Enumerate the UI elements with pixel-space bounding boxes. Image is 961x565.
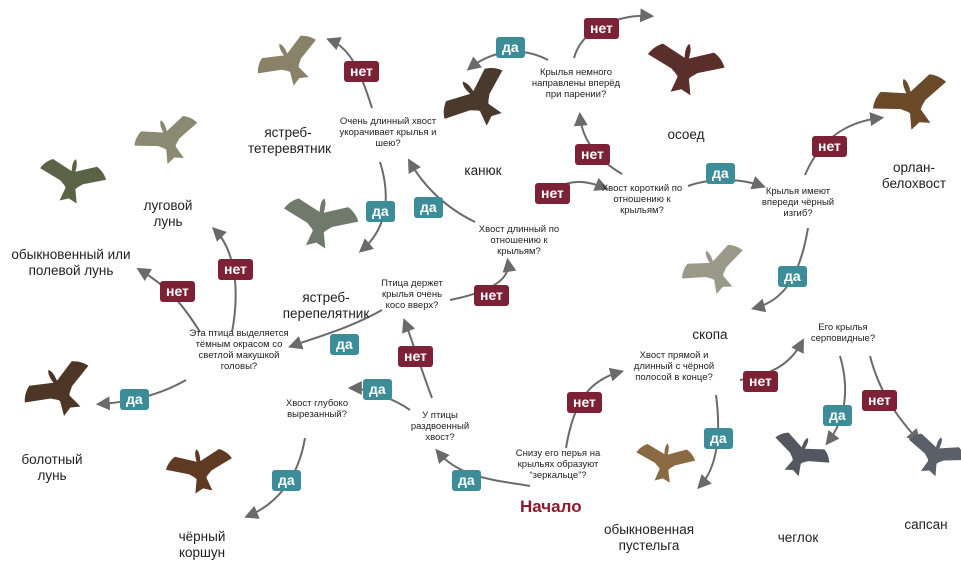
- badge-no-high-wings: нет: [398, 346, 433, 367]
- question-long-tail-wings: Хвост длинный по отношению к крыльям?: [476, 224, 562, 257]
- bird-name-honey-buzzard: осоед: [656, 127, 716, 143]
- question-fork-tail: У птицы раздвоенный хвост?: [404, 410, 476, 443]
- badge-no-short-tail: нет: [535, 183, 570, 204]
- bird-name-black-kite: чёрный коршун: [162, 529, 242, 561]
- badge-no-honey: нет: [584, 18, 619, 39]
- badge-no-sickle: нет: [743, 371, 778, 392]
- buzzard-illustration: [434, 57, 523, 143]
- goshawk-illustration: [250, 27, 330, 98]
- question-mirror: Снизу его перья на крыльях образуют “зер…: [512, 448, 604, 481]
- bird-name-osprey: скопа: [680, 327, 740, 343]
- bird-name-marsh-harrier: болотный лунь: [14, 452, 90, 484]
- bird-name-hobby: чеглок: [766, 530, 830, 546]
- bird-name-montagus-harrier: луговой лунь: [130, 198, 206, 230]
- question-short-tail: Хвост короткий по отношению к крыльям?: [596, 183, 688, 216]
- question-high-wings: Птица держет крылья очень косо вверх?: [372, 278, 452, 311]
- montagus-harrier-illustration: [129, 109, 207, 173]
- badge-yes-sparrowhawk: да: [366, 201, 395, 222]
- question-sickle-wings: Его крылья серповидные?: [800, 322, 886, 344]
- white-tailed-eagle-illustration: [867, 66, 957, 140]
- badge-no-montagus: нет: [218, 259, 253, 280]
- kestrel-illustration: [633, 439, 697, 485]
- honey-buzzard-illustration: [642, 37, 727, 100]
- badge-no-long-tail: нет: [474, 285, 509, 306]
- osprey-illustration: [676, 237, 755, 305]
- badge-yes-black-bend: да: [706, 163, 735, 184]
- peregrine-illustration: [900, 427, 961, 483]
- hobby-illustration: [765, 426, 835, 486]
- question-deep-fork: Хвост глубоко вырезанный?: [282, 398, 352, 420]
- question-very-long-tail: Очень длинный хвост укорачивает крылья и…: [338, 116, 438, 149]
- hen-harrier-illustration: [35, 153, 108, 207]
- badge-no-wings-forward: нет: [575, 144, 610, 165]
- badge-yes-fork-tail: да: [452, 470, 481, 491]
- bird-name-buzzard: канюк: [448, 163, 518, 179]
- bird-name-kestrel: обыкновенная пустельга: [596, 522, 702, 554]
- badge-no-straight-tail: нет: [567, 392, 602, 413]
- badge-yes-buzzard: да: [496, 37, 525, 58]
- arrow-dark-head-to-montagus: [215, 230, 236, 332]
- badge-yes-hobby: да: [823, 405, 852, 426]
- badge-yes-very-long: да: [414, 197, 443, 218]
- badge-yes-osprey: да: [778, 266, 807, 287]
- sparrowhawk-illustration: [278, 192, 361, 253]
- marsh-harrier-illustration: [17, 352, 104, 430]
- question-dark-head: Эта птица выделяется тёмным окрасом со с…: [185, 328, 293, 372]
- question-wings-forward: Крылья немного направлены вперёд при пар…: [528, 67, 624, 100]
- badge-no-goshawk: нет: [344, 61, 379, 82]
- badge-yes-deep-fork: да: [363, 379, 392, 400]
- bird-name-goshawk: ястреб-тетеревятник: [248, 125, 328, 157]
- start-label: Начало: [520, 497, 582, 517]
- question-straight-tail: Хвост прямой и длинный с чёрной полосой …: [626, 350, 722, 383]
- black-kite-illustration: [163, 443, 236, 497]
- badge-no-hen: нет: [160, 281, 195, 302]
- bird-name-peregrine: сапсан: [896, 517, 956, 533]
- bird-name-sparrowhawk: ястреб-перепелятник: [276, 290, 376, 322]
- badge-yes-kite: да: [272, 470, 301, 491]
- bird-name-hen-harrier: обыкновенный или полевой лунь: [6, 247, 136, 279]
- badge-yes-dark-head: да: [330, 334, 359, 355]
- bird-name-white-tailed-eagle: орлан-белохвост: [874, 160, 954, 192]
- badge-no-peregrine: нет: [862, 390, 897, 411]
- badge-yes-marsh: да: [120, 389, 149, 410]
- arrow-sickle-to-hobby: [828, 356, 845, 442]
- badge-yes-kestrel: да: [704, 428, 733, 449]
- question-black-bend: Крылья имеют впереди чёрный изгиб?: [752, 186, 844, 219]
- badge-no-eagle: нет: [812, 136, 847, 157]
